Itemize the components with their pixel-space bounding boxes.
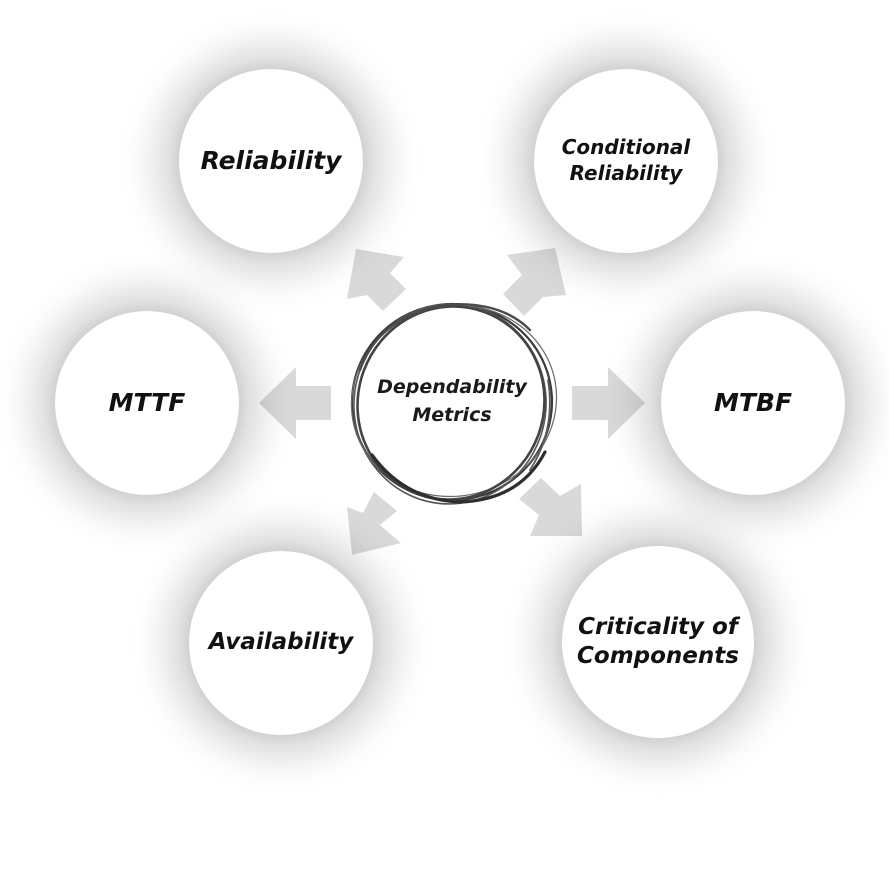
node-reliability: Reliability bbox=[179, 69, 363, 253]
node-availability: Availability bbox=[189, 551, 373, 735]
arrow-to-mttf bbox=[259, 367, 331, 439]
center-title-line1: Dependability bbox=[377, 376, 527, 399]
node-mtbf: MTBF bbox=[661, 311, 845, 495]
node-criticality-line1: Criticality of bbox=[578, 613, 738, 640]
center-node: Dependability Metrics bbox=[350, 300, 554, 504]
arrow-to-reliability bbox=[347, 249, 406, 311]
center-scribble-ring bbox=[350, 302, 558, 505]
node-criticality-line2: Components bbox=[577, 643, 739, 669]
arrow-to-availability bbox=[347, 492, 401, 555]
arrow-to-mtbf bbox=[572, 367, 645, 439]
node-conditional-reliability-label: Conditional Reliability bbox=[562, 135, 691, 186]
center-title: Dependability Metrics bbox=[377, 374, 527, 429]
node-conditional-reliability: Conditional Reliability bbox=[534, 69, 718, 253]
node-conditional-reliability-line2: Reliability bbox=[569, 161, 683, 185]
center-title-line2: Metrics bbox=[412, 404, 492, 426]
node-availability-label: Availability bbox=[208, 629, 354, 656]
node-criticality-of-components: Criticality of Components bbox=[562, 546, 754, 738]
arrow-to-conditional-reliability bbox=[503, 248, 566, 316]
node-mttf-label: MTTF bbox=[108, 388, 186, 417]
node-mttf: MTTF bbox=[55, 311, 239, 495]
node-mtbf-label: MTBF bbox=[713, 388, 793, 417]
arrow-to-criticality bbox=[519, 478, 582, 536]
node-conditional-reliability-line1: Conditional bbox=[561, 135, 691, 160]
node-criticality-label: Criticality of Components bbox=[577, 613, 739, 672]
node-reliability-label: Reliability bbox=[200, 146, 342, 175]
